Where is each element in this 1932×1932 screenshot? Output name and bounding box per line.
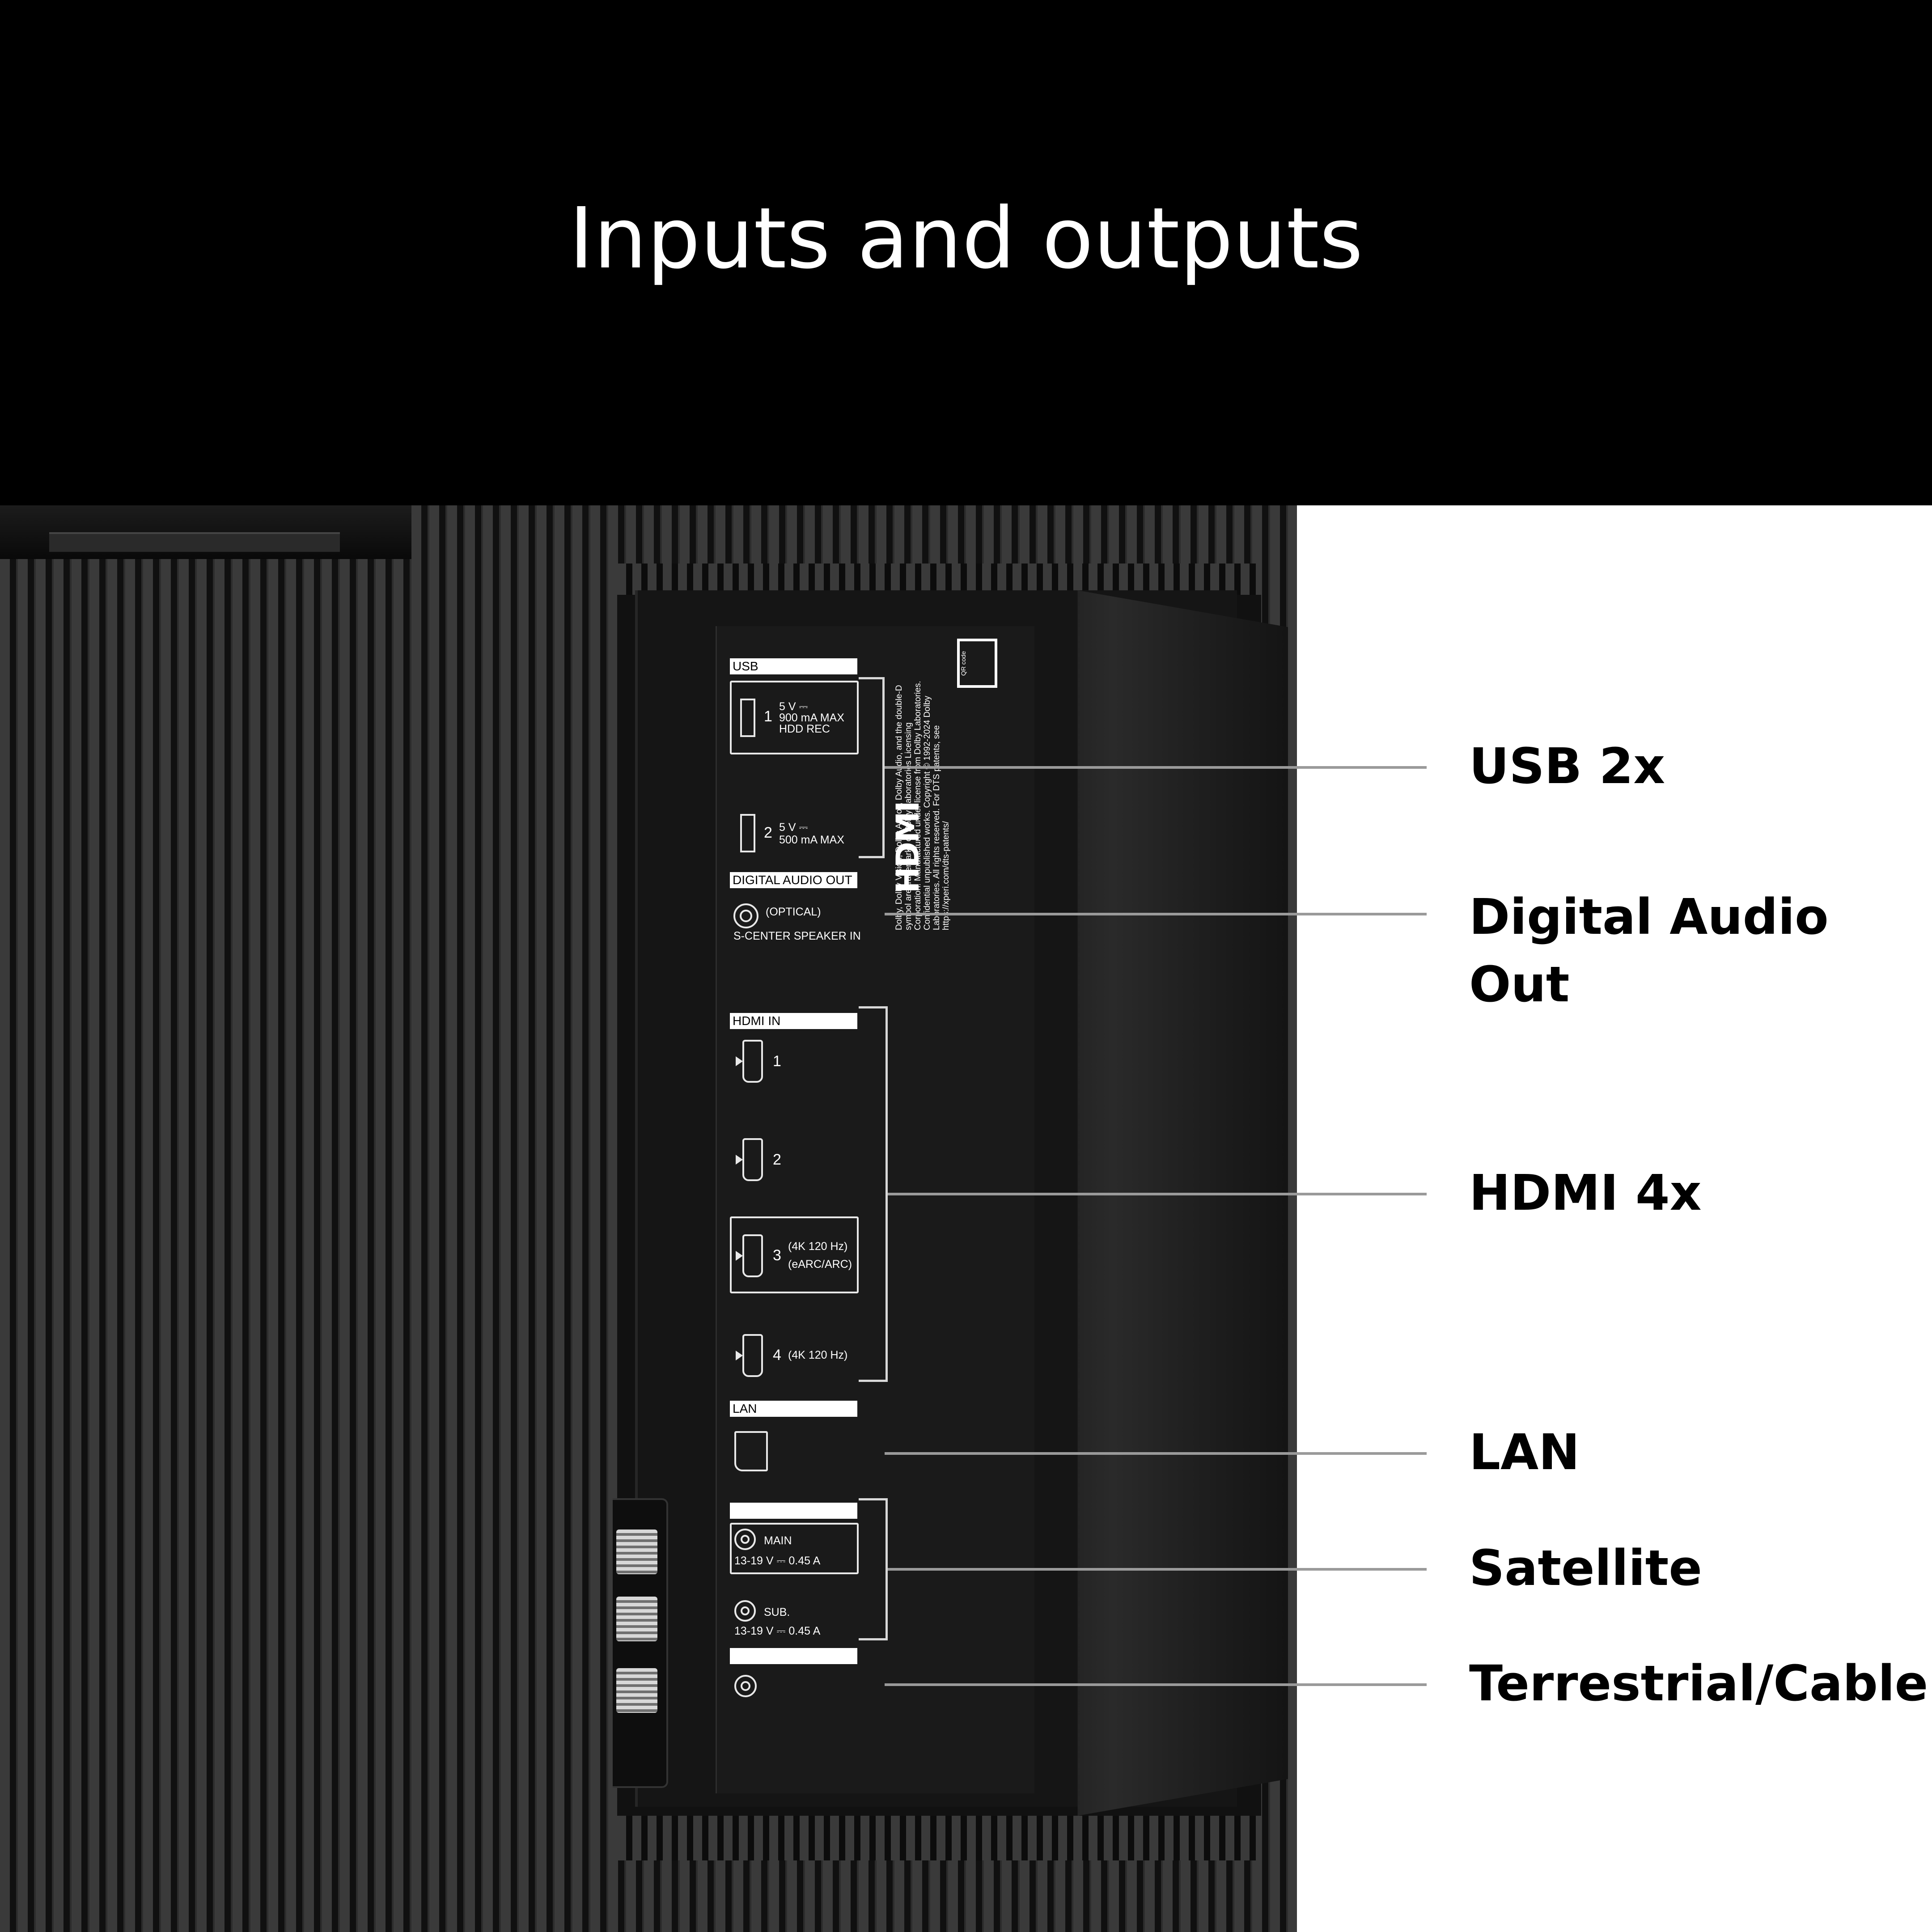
usb-callout-line (885, 766, 1427, 769)
hdmi3-spec-4k: (4K 120 Hz) (788, 1240, 848, 1253)
usb1-spec-current: 900 mA MAX (779, 712, 844, 724)
recess-ribs-top (617, 564, 1261, 595)
usb1-port-icon (740, 699, 755, 737)
hdmi4-number: 4 (773, 1347, 781, 1364)
hdmi1-port-icon (742, 1040, 763, 1083)
terrestrial-label (730, 1648, 857, 1664)
usb2-spec-voltage: 5 V ⎓ (779, 821, 808, 834)
satellite-sub-port-inner (741, 1606, 750, 1615)
hdmi4-arrow-icon (736, 1351, 743, 1360)
hdmi3-port-icon (742, 1234, 763, 1277)
satellite-main-text: MAIN (764, 1534, 792, 1547)
digital-audio-callout-line1: Digital Audio (1469, 888, 1829, 945)
terrestrial-port-icon (734, 1675, 757, 1697)
hdmi-bracket (859, 1006, 888, 1382)
satellite-label (730, 1503, 857, 1519)
digital-audio-callout-line (885, 913, 1427, 915)
usb1-number: 1 (764, 708, 772, 725)
usb1-spec-hddrec: HDD REC (779, 723, 830, 735)
hdmi4-port-icon (742, 1334, 763, 1377)
hdmi2-number: 2 (773, 1151, 781, 1168)
satellite-sub-connector (616, 1597, 657, 1641)
optical-port-inner (740, 910, 752, 922)
satellite-main-connector (616, 1530, 657, 1574)
satellite-main-port-inner (741, 1535, 750, 1544)
optical-text: (OPTICAL) (766, 906, 821, 918)
recess-ribs-bottom (617, 1816, 1261, 1860)
s-center-text: S-CENTER SPEAKER IN (733, 930, 861, 942)
lan-callout: LAN (1469, 1424, 1580, 1481)
lan-port-icon (734, 1431, 768, 1471)
satellite-main-box (730, 1523, 859, 1574)
usb-bracket (859, 677, 885, 858)
satellite-main-spec: 13-19 V ⎓ 0.45 A (734, 1555, 821, 1567)
terrestrial-port-inner (741, 1681, 750, 1691)
hdmi-callout-line (888, 1193, 1427, 1195)
hdmi-in-label: HDMI IN (730, 1013, 857, 1029)
hdmi1-arrow-icon (736, 1056, 743, 1066)
satellite-callout-line (888, 1568, 1427, 1571)
satellite-sub-port-icon (734, 1600, 756, 1622)
hdmi2-port-icon (742, 1138, 763, 1181)
satellite-main-port-icon (734, 1529, 756, 1550)
hdmi4-spec: (4K 120 Hz) (788, 1349, 848, 1361)
usb2-spec-current: 500 mA MAX (779, 834, 844, 846)
hdmi1-number: 1 (773, 1053, 781, 1070)
usb-label: USB (730, 658, 857, 674)
hdmi3-number: 3 (773, 1247, 781, 1264)
lan-label: LAN (730, 1401, 857, 1417)
hdmi-logo: HDMI (890, 801, 926, 894)
usb2-number: 2 (764, 824, 772, 841)
satellite-sub-text: SUB. (764, 1606, 790, 1618)
hdmi3-box (730, 1216, 859, 1293)
terrestrial-callout: Terrestrial/Cable (1469, 1655, 1928, 1712)
optical-port-icon (733, 903, 758, 928)
stand-notch (49, 532, 340, 552)
hdmi2-arrow-icon (736, 1155, 743, 1165)
callout-panel (1297, 505, 1932, 1932)
qr-code-text: QR code (960, 641, 995, 685)
digital-audio-callout-line2: Out (1469, 956, 1570, 1013)
page-title: Inputs and outputs (569, 190, 1363, 288)
terminal-label-panel (716, 626, 1034, 1793)
usb2-port-icon (740, 814, 755, 852)
hdmi3-spec-earc: (eARC/ARC) (788, 1258, 852, 1271)
terrestrial-callout-line (885, 1683, 1427, 1686)
usb1-box (730, 681, 859, 754)
usb-callout: USB 2x (1469, 737, 1665, 795)
digital-audio-label: DIGITAL AUDIO OUT (730, 872, 857, 888)
satellite-bracket (859, 1498, 888, 1640)
usb1-spec-voltage: 5 V ⎓ (779, 700, 808, 713)
terrestrial-connector (616, 1668, 657, 1713)
lan-callout-line (885, 1452, 1427, 1455)
tray-side-slab (1077, 590, 1288, 1816)
satellite-sub-spec: 13-19 V ⎓ 0.45 A (734, 1625, 821, 1637)
qr-code-icon: QR code (957, 639, 997, 688)
hdmi-callout: HDMI 4x (1469, 1164, 1702, 1221)
satellite-callout: Satellite (1469, 1539, 1702, 1597)
hdmi3-arrow-icon (736, 1251, 743, 1261)
